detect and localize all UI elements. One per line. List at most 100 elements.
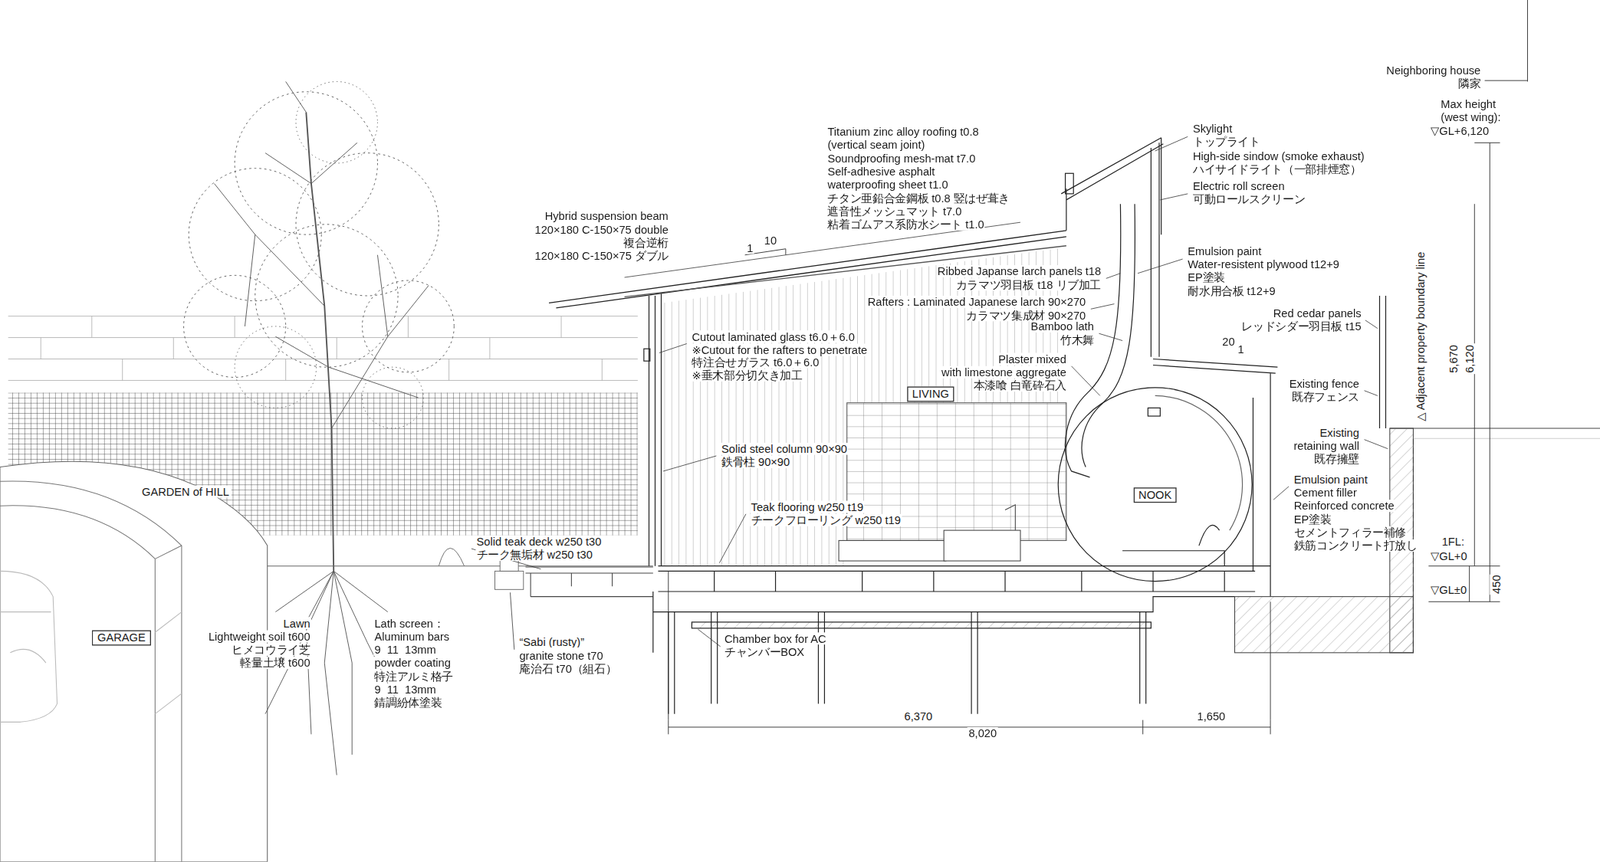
annotation-text: 鉄骨柱 90×90	[720, 456, 792, 469]
annotation-text: 粘着ゴムアス系防水シート t1.0	[826, 218, 986, 231]
stone-wall	[8, 316, 638, 382]
annotation-text: Bamboo lath	[1029, 320, 1095, 333]
annotation-text: ▽GL±0	[1429, 583, 1469, 596]
annotation-text: ハイサイドライト（一部排煙窓）	[1192, 163, 1363, 176]
annotation-text: Plaster mixed	[997, 353, 1068, 366]
annotation-text: Hybrid suspension beam	[543, 210, 670, 223]
annotation-text: 120×180 C-150×75 ダブル	[533, 249, 670, 263]
annotation-text: (vertical seam joint)	[826, 138, 927, 152]
annotation-text: 1	[1236, 342, 1246, 355]
annotation-text: Soundproofing mesh-mat t7.0	[826, 151, 977, 165]
annotation-text: EP塗装	[1292, 512, 1332, 526]
tree	[183, 81, 455, 776]
annotation-text: 特注合せガラス t6.0＋6.0	[690, 356, 821, 369]
annotation-text: GARDEN of HILL	[141, 486, 231, 499]
annotation-text: 450	[1489, 574, 1502, 595]
annotation-text: 特注アルミ格子	[373, 670, 454, 683]
annotation-text: 軽量土壌 t600	[239, 657, 312, 670]
annotation-text: granite stone t70	[518, 649, 605, 662]
garden-hill	[0, 461, 268, 862]
annotation-text: Neighboring house	[1385, 64, 1482, 77]
annotation-text: Ribbed Japanse larch panels t18	[936, 265, 1103, 278]
annotation-text: Lightweight soil t600	[207, 630, 312, 644]
teak-deck	[525, 567, 653, 598]
annotation-text: チーク無垢材 w250 t30	[475, 548, 594, 562]
floor-structure	[653, 566, 1271, 715]
room-label-box: NOOK	[1133, 487, 1177, 503]
annotation-text: チタン亜鉛合金鋼板 t0.8 竪はぜ葺き	[826, 191, 1011, 204]
annotation-text: 120×180 C-150×75 double	[533, 223, 670, 236]
annotation-text: ※垂木部分切欠き加工	[690, 369, 804, 382]
annotation-text: Aluminum bars	[373, 630, 451, 644]
annotation-text: with limestone aggregate	[940, 366, 1068, 379]
annotation-text: 1,650	[1195, 709, 1226, 723]
annotation-text: powder coating	[373, 657, 452, 670]
annotation-text: チャンバーBOX	[723, 646, 806, 659]
annotation-text: 10	[762, 234, 778, 247]
annotation-text: 鉄筋コンクリート打放し	[1292, 539, 1419, 552]
annotation-text: Teak flooring w250 t19	[749, 501, 865, 514]
annotation-text: カラマツ集成材 90×270	[965, 308, 1087, 322]
dimension-lines	[668, 0, 1528, 735]
annotation-text: ※Cutout for the rafters to penetrate	[690, 343, 868, 356]
annotation-text: 8,020	[967, 727, 998, 740]
annotation-text: 遮音性メッシュマット t7.0	[826, 205, 963, 218]
annotation-text: チークフローリング w250 t19	[749, 514, 902, 527]
annotation-text: Lawn	[282, 617, 312, 630]
annotation-text: Electric roll screen	[1192, 179, 1286, 192]
ground-line	[267, 565, 654, 567]
room-label-box: LIVING	[906, 386, 954, 402]
annotation-text: EP塗装	[1186, 271, 1226, 284]
annotation-text: Max height	[1439, 98, 1497, 111]
annotation-text: 1	[745, 241, 755, 254]
annotation-text: (west wing):	[1439, 111, 1502, 124]
annotation-text: カラマツ羽目板 t18 リブ加工	[954, 278, 1102, 291]
annotation-text: Reinforced concrete	[1292, 499, 1396, 513]
room-name: NOOK	[1138, 488, 1172, 501]
annotation-text: 20	[1221, 335, 1236, 349]
annotation-text: Skylight	[1192, 122, 1234, 135]
annotation-text: Cement filler	[1292, 486, 1358, 500]
annotation-text: “Sabi (rusty)”	[518, 635, 585, 648]
annotation-text: 錆調紛体塗装	[373, 696, 444, 710]
annotation-text: Solid steel column 90×90	[720, 443, 849, 456]
annotation-text: Lath screen：	[373, 617, 446, 630]
annotation-text: Emulsion paint	[1186, 244, 1263, 257]
annotation-text: 本漆喰 白竜砕石入	[972, 379, 1068, 392]
annotation-text: Water-resistent plywood t12+9	[1186, 258, 1341, 271]
annotation-text: トップライト	[1192, 135, 1262, 148]
garage-structure	[0, 481, 182, 862]
annotation-text: 既存擁壁	[1313, 453, 1361, 466]
annotation-text: レッドシダー羽目板 t15	[1240, 320, 1363, 333]
leader-lines	[471, 136, 1388, 650]
annotation-text: 竹木舞	[1059, 333, 1096, 346]
annotation-text: 5,670	[1446, 344, 1459, 375]
annotation-text: 9 11 13mm	[373, 683, 437, 697]
annotation-text: 9 11 13mm	[373, 643, 437, 657]
room-name: LIVING	[912, 387, 950, 400]
annotation-text: 可動ロールスクリーン	[1192, 193, 1307, 206]
annotation-text: High-side sindow (smoke exhaust)	[1192, 149, 1366, 162]
annotation-text: Chamber box for AC	[723, 632, 828, 645]
annotation-text: 複合逆桁	[622, 236, 670, 250]
annotation-text: Emulsion paint	[1292, 473, 1369, 487]
annotation-text: ヒメコウライ芝	[230, 643, 312, 657]
annotation-text: ▽GL+0	[1429, 549, 1469, 562]
annotation-text: 隣家	[1457, 77, 1482, 90]
annotation-text: Solid teak deck w250 t30	[475, 535, 602, 549]
annotation-text: Self-adhesive asphalt	[826, 165, 937, 178]
annotation-text: Existing fence	[1287, 377, 1361, 390]
annotation-text: retaining wall	[1292, 440, 1361, 453]
annotation-text: Red cedar panels	[1271, 307, 1362, 320]
sofa	[838, 505, 1021, 562]
annotation-text: △ Adjacent property boundary line	[1414, 250, 1427, 423]
annotation-text: セメントフィラー補修	[1292, 526, 1407, 539]
retaining-wall	[1235, 428, 1600, 654]
annotation-text: 1FL:	[1440, 535, 1466, 549]
annotation-text: 6,370	[903, 709, 934, 723]
annotation-text: 既存フェンス	[1291, 390, 1361, 404]
annotation-text: Cutout laminated glass t6.0＋6.0	[690, 330, 856, 343]
annotation-text: Titanium zinc alloy roofing t0.8	[826, 125, 980, 138]
